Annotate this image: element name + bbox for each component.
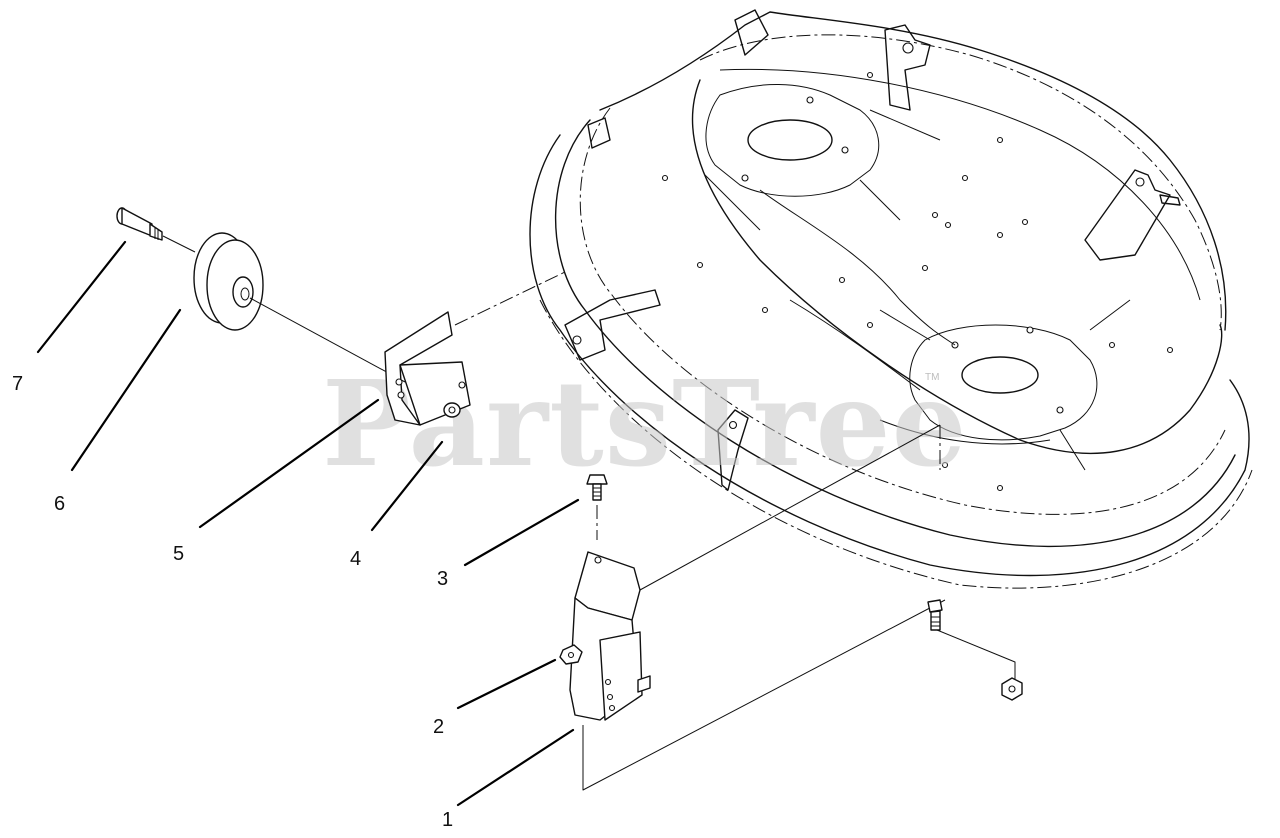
part-2-nut bbox=[559, 644, 583, 665]
callout-labels: 7 6 5 4 3 2 1 bbox=[12, 373, 453, 831]
callout-7: 7 bbox=[12, 373, 23, 395]
part-3-bolt bbox=[586, 474, 608, 540]
mower-deck bbox=[529, 9, 1253, 589]
leader-6 bbox=[70, 308, 182, 472]
leader-1 bbox=[456, 728, 575, 807]
leader-4 bbox=[370, 440, 444, 532]
callout-3: 3 bbox=[437, 568, 448, 590]
leader-3 bbox=[463, 498, 580, 567]
part-4-nut bbox=[443, 402, 461, 418]
callout-2: 2 bbox=[433, 716, 444, 738]
callout-5: 5 bbox=[173, 543, 184, 565]
leader-7 bbox=[36, 240, 127, 354]
right-spindle-opening bbox=[879, 299, 1131, 471]
left-spindle-opening bbox=[704, 84, 941, 231]
callout-4: 4 bbox=[350, 548, 361, 570]
leader-2 bbox=[456, 658, 557, 710]
leader-5 bbox=[198, 398, 380, 529]
watermark-trademark: TM bbox=[925, 372, 939, 383]
part-7-shoulder-bolt bbox=[116, 207, 163, 241]
part-6-roller-wheel bbox=[193, 232, 264, 331]
callout-6: 6 bbox=[54, 493, 65, 515]
leader-lines bbox=[36, 240, 580, 807]
part-1-mount-bracket bbox=[569, 551, 651, 721]
callout-1: 1 bbox=[442, 809, 453, 831]
deck-bolt-and-nut bbox=[927, 425, 1023, 701]
